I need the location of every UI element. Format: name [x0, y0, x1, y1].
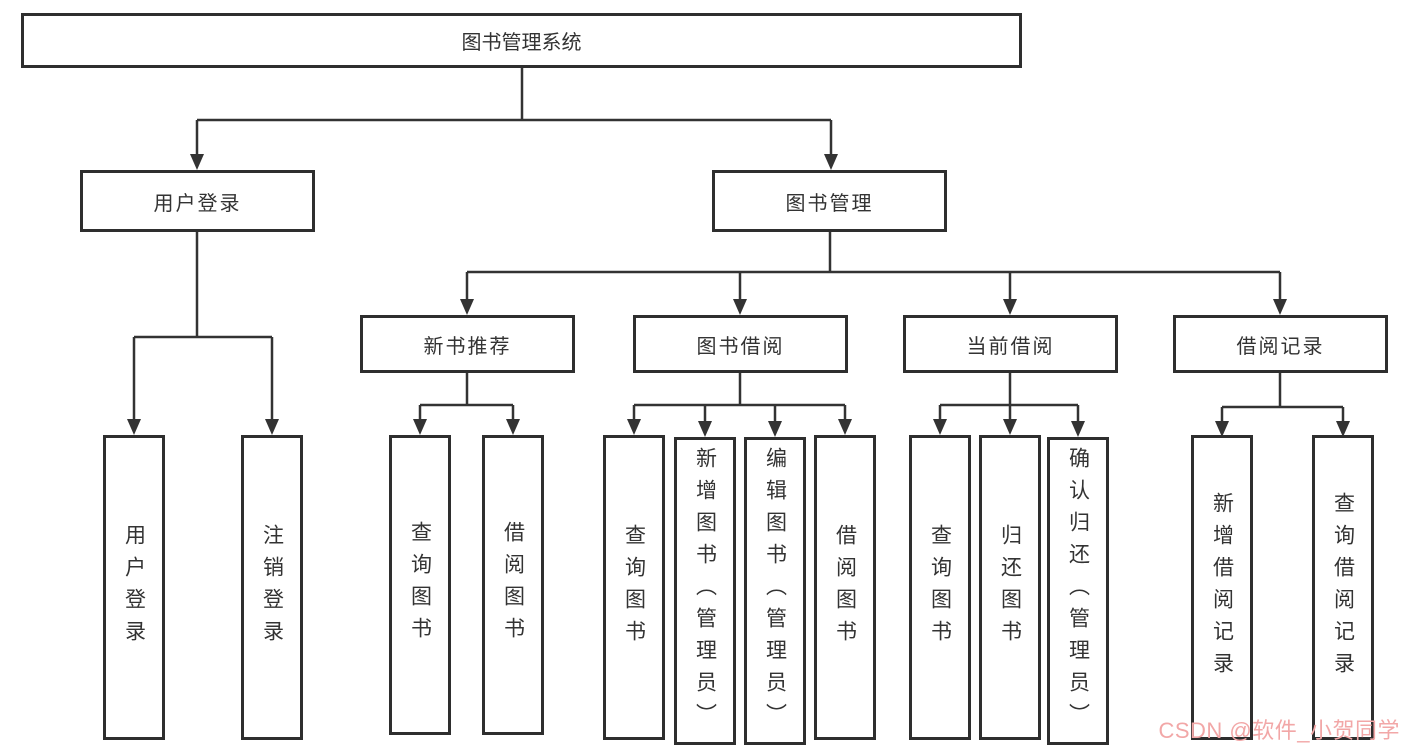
node-label: 借阅图书 [501, 521, 525, 649]
node-leaf-edit-book-admin: 编辑图书（管理员） [744, 437, 806, 745]
node-label: 新增借阅记录 [1210, 491, 1234, 684]
node-leaf-query-books-3: 查询图书 [909, 435, 971, 740]
node-label: 用户登录 [122, 523, 146, 652]
node-leaf-confirm-return-admin: 确认归还（管理员） [1047, 437, 1109, 745]
node-label: 新增图书（管理员） [693, 447, 717, 735]
node-label: 查询借阅记录 [1331, 491, 1355, 684]
node-label: 编辑图书（管理员） [763, 447, 787, 735]
node-label: 图书管理系统 [461, 32, 582, 54]
node-label: 查询图书 [622, 523, 646, 652]
node-label: 图书借阅 [696, 335, 785, 358]
node-book-management: 图书管理 [712, 170, 947, 232]
node-label: 查询图书 [408, 521, 432, 649]
node-label: 确认归还（管理员） [1066, 447, 1090, 735]
node-leaf-logout: 注销登录 [241, 435, 303, 740]
node-leaf-user-login: 用户登录 [103, 435, 165, 740]
node-label: 用户登录 [153, 192, 242, 215]
node-root-library-management-system: 图书管理系统 [21, 13, 1022, 68]
node-leaf-query-books-2: 查询图书 [603, 435, 665, 740]
node-label: 注销登录 [260, 523, 284, 652]
node-label: 归还图书 [998, 523, 1022, 652]
node-label: 查询图书 [928, 523, 952, 652]
node-label: 图书管理 [785, 192, 874, 215]
node-leaf-query-books-1: 查询图书 [389, 435, 451, 735]
node-leaf-add-borrow-record: 新增借阅记录 [1191, 435, 1253, 740]
csdn-watermark: CSDN @软件_小贺同学 [1158, 718, 1400, 743]
node-label: 当前借阅 [966, 335, 1055, 358]
node-leaf-borrow-books-2: 借阅图书 [814, 435, 876, 740]
node-leaf-borrow-books-1: 借阅图书 [482, 435, 544, 735]
node-label: 借阅记录 [1236, 335, 1325, 358]
node-user-login: 用户登录 [80, 170, 315, 232]
node-label: 借阅图书 [833, 523, 857, 652]
node-current-borrowing: 当前借阅 [903, 315, 1118, 373]
node-leaf-return-book: 归还图书 [979, 435, 1041, 740]
node-book-borrowing: 图书借阅 [633, 315, 848, 373]
node-borrowing-records: 借阅记录 [1173, 315, 1388, 373]
node-leaf-query-borrow-record: 查询借阅记录 [1312, 435, 1374, 740]
node-leaf-add-book-admin: 新增图书（管理员） [674, 437, 736, 745]
node-new-book-recommend: 新书推荐 [360, 315, 575, 373]
node-label: 新书推荐 [423, 335, 512, 358]
